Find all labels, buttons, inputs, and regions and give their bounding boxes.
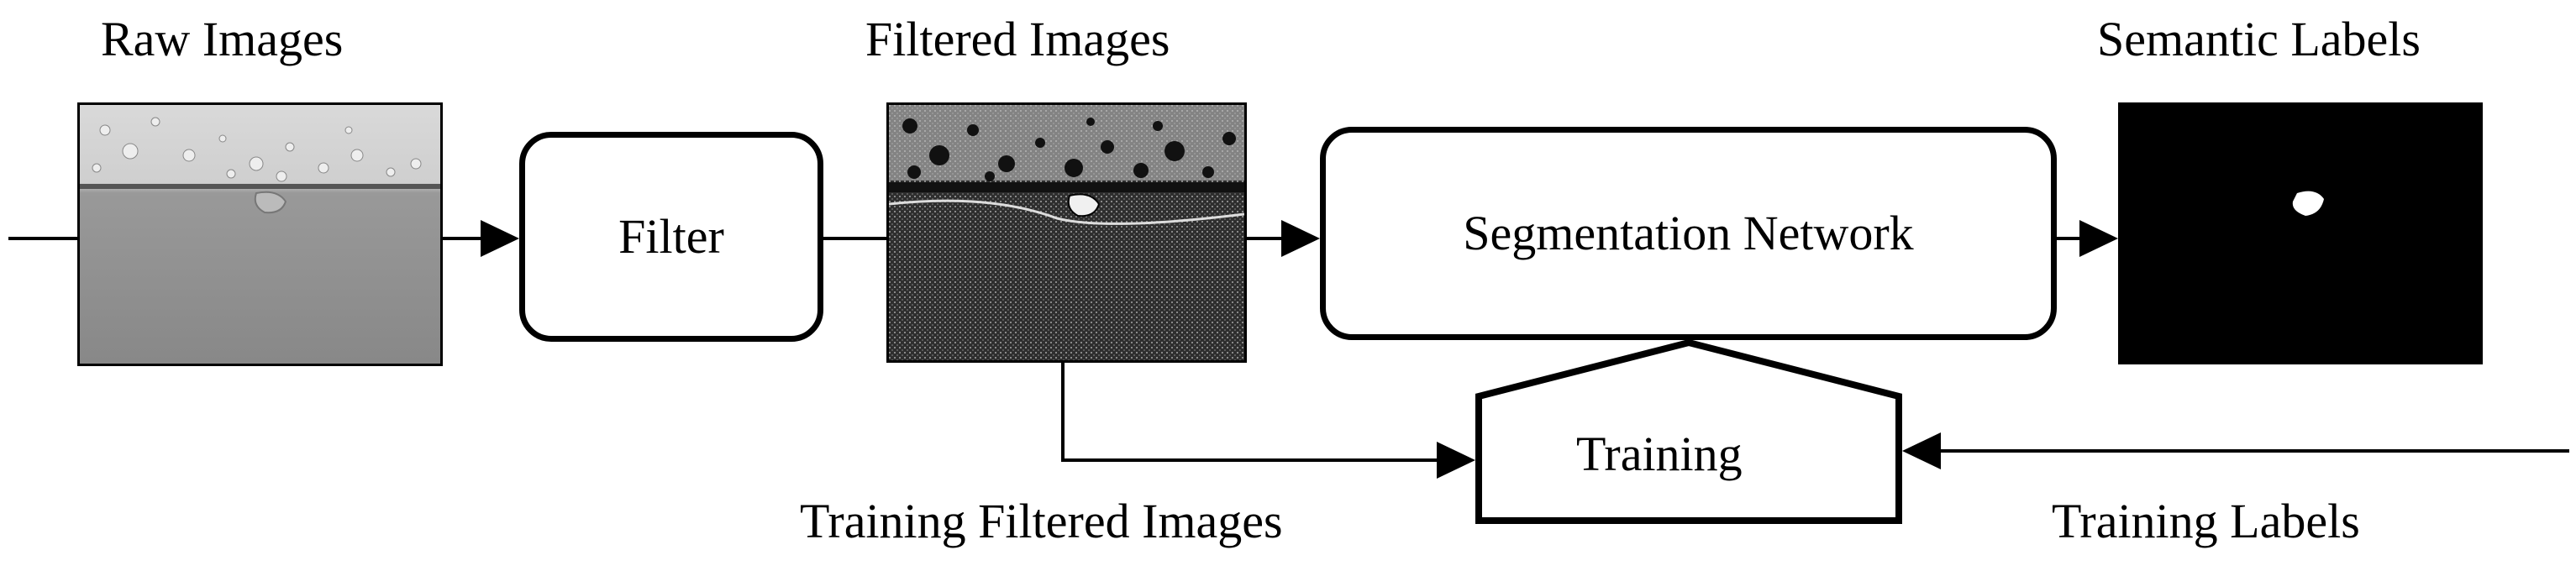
- training-filtered-images-label: Training Filtered Images: [800, 494, 1283, 548]
- filtered-image: [886, 102, 1247, 363]
- raw-image-content: [80, 105, 440, 364]
- arrowhead-semantic: [2079, 220, 2118, 257]
- filtered-images-label: Filtered Images: [865, 12, 1170, 66]
- arrowhead-training-left: [1437, 442, 1475, 479]
- filtered-to-training-line: [1061, 363, 1437, 462]
- mask-blob: [2292, 191, 2324, 216]
- segmentation-network-label: Segmentation Network: [1463, 206, 1914, 260]
- semantic-labels-label: Semantic Labels: [2097, 12, 2421, 66]
- semantic-mask-content: [2121, 105, 2480, 362]
- segmentation-network-node: Segmentation Network: [1320, 127, 2057, 340]
- training-label: Training: [1576, 427, 1743, 481]
- semantic-label-image: [2118, 102, 2483, 364]
- filtered-image-content: [889, 105, 1244, 360]
- arrowhead-filter: [481, 220, 519, 257]
- filter-label: Filter: [618, 209, 724, 264]
- raw-image: [77, 102, 443, 366]
- training-labels-label: Training Labels: [2052, 494, 2360, 548]
- arrowhead-seg: [1281, 220, 1320, 257]
- filter-node: Filter: [519, 132, 823, 342]
- arrowhead-training-right: [1902, 432, 1941, 469]
- training-node-shape: [1475, 338, 1902, 524]
- raw-images-label: Raw Images: [101, 12, 344, 66]
